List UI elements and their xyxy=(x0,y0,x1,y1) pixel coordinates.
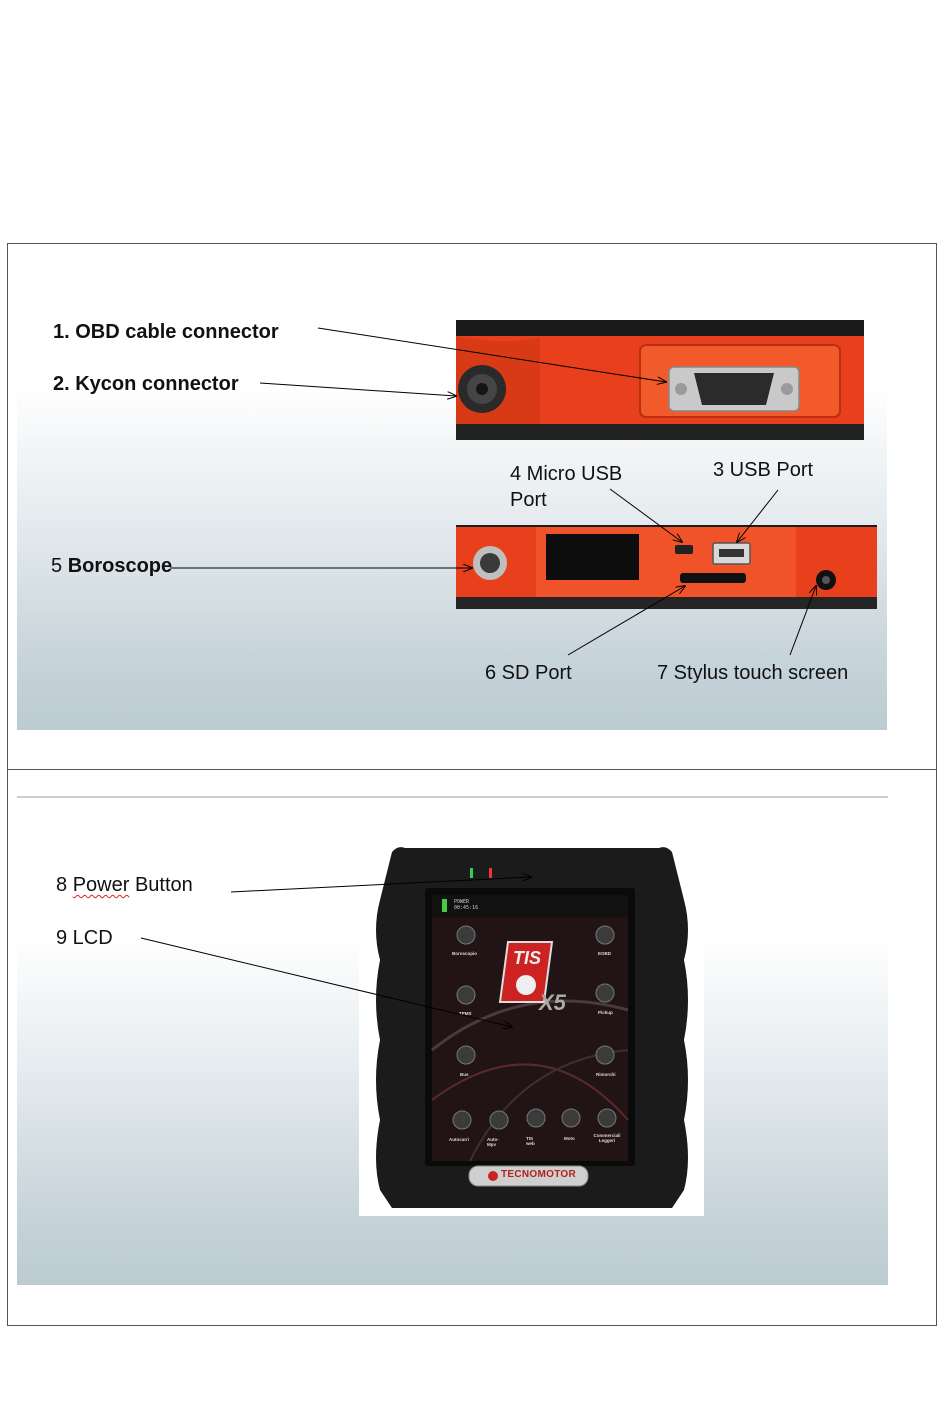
device-status-time: POWER 00:45:16 xyxy=(454,899,478,911)
usb-port-label: 3 USB Port xyxy=(713,459,813,482)
micro-usb-port-label: 4 Micro USB Port xyxy=(510,461,640,513)
kycon-connector-label: 2. Kycon connector xyxy=(53,373,239,396)
app-label-commerciali: Commerciali Leggeri xyxy=(591,1133,623,1143)
boroscope-label-number: 5 xyxy=(51,555,68,577)
app-label-tis-web: TIS web xyxy=(526,1136,535,1146)
brand-plate-text: TECNOMOTOR xyxy=(501,1169,576,1180)
boroscope-label-word: Boroscope xyxy=(68,555,172,577)
app-label-pickup: Pickup xyxy=(598,1010,613,1015)
power-label-number: 8 xyxy=(56,874,73,896)
app-label-moto: Moto xyxy=(564,1136,575,1141)
app-label-eobd: EOBD xyxy=(598,951,611,956)
tis-logo-text: TIS xyxy=(513,948,541,969)
stylus-label: 7 Stylus touch screen xyxy=(657,662,848,685)
app-label-bus: Bus xyxy=(460,1072,469,1077)
x5-model-text: X5 xyxy=(539,990,566,1016)
obd-connector-label: 1. OBD cable connector xyxy=(53,321,279,344)
power-label-rest: Button xyxy=(129,874,192,896)
app-label-boroscopio: Boroscopio xyxy=(452,951,477,956)
app-label-rimorchi: Rimorchi xyxy=(596,1072,616,1077)
app-label-auto-mpv: Auto-Mpv xyxy=(487,1137,499,1147)
sd-port-label: 6 SD Port xyxy=(485,662,572,685)
power-label-word: Power xyxy=(73,874,130,896)
power-button-label: 8 Power Button xyxy=(56,874,193,897)
device-panel xyxy=(17,796,888,1285)
boroscope-label: 5 Boroscope xyxy=(51,555,172,578)
app-label-autocarri: Autocarri xyxy=(449,1137,469,1142)
status-time-bottom: 00:45:16 xyxy=(454,905,478,911)
lcd-label: 9 LCD xyxy=(56,927,113,950)
app-label-tpms: TPMS xyxy=(459,1011,472,1016)
